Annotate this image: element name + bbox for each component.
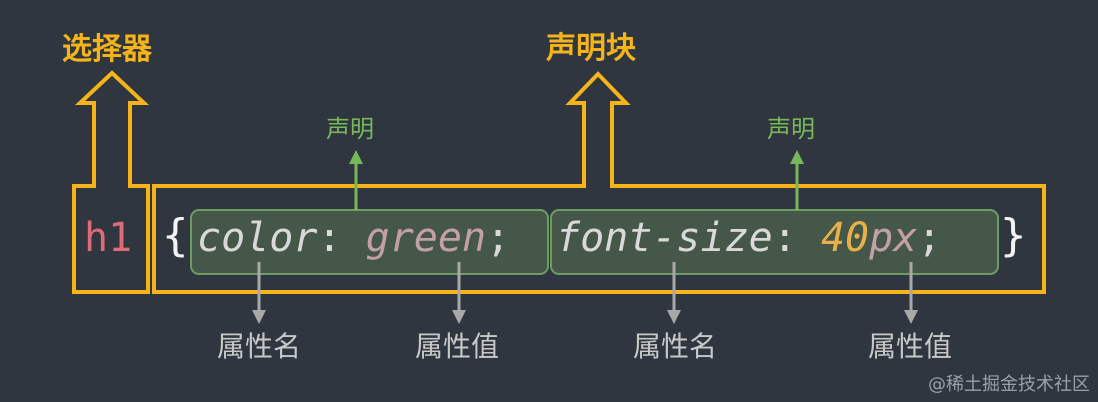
- declaration-2-value-number: 40: [820, 215, 870, 261]
- property-value-label-left: 属性值: [415, 330, 500, 363]
- selector-title: 选择器: [62, 32, 152, 67]
- declaration-1-space: [342, 215, 366, 261]
- property-name-arrow-right-head: [667, 310, 681, 324]
- watermark: @稀土掘金技术社区: [928, 374, 1090, 395]
- declaration-block-title: 声明块: [546, 31, 636, 66]
- declaration-2-space: [797, 215, 821, 261]
- property-value-arrow-left-head: [452, 310, 466, 324]
- declaration-1: color: green;: [197, 218, 510, 258]
- property-name-arrow-left-head: [252, 310, 266, 324]
- declaration-box-left: [190, 209, 549, 275]
- declaration-2-property: font-size: [556, 215, 773, 261]
- property-value-arrow-right-head: [904, 310, 918, 324]
- declaration-1-colon: :: [317, 215, 342, 261]
- declaration-1-value: green: [365, 215, 487, 261]
- property-value-label-right: 属性值: [868, 330, 953, 363]
- declaration-block-outline-arrow: [152, 71, 1046, 294]
- selector-outline-arrow: [72, 70, 150, 294]
- css-selector: h1: [84, 215, 133, 261]
- declaration-2-colon: :: [772, 215, 797, 261]
- property-name-label-right: 属性名: [633, 330, 718, 363]
- close-brace: }: [1000, 210, 1027, 261]
- declaration-1-semicolon: ;: [486, 215, 511, 261]
- declaration-label-right: 声明: [767, 115, 815, 143]
- property-name-label-left: 属性名: [217, 330, 302, 363]
- declaration-label-left: 声明: [326, 115, 374, 143]
- declaration-1-property: color: [197, 215, 318, 261]
- open-brace: {: [162, 210, 189, 261]
- declaration-2: font-size: 40px;: [556, 218, 941, 258]
- declaration-2-value-unit: px: [869, 215, 918, 261]
- declaration-arrow-left-head: [349, 150, 363, 164]
- declaration-box-right: [550, 209, 999, 275]
- declaration-arrow-right-head: [790, 150, 804, 164]
- declaration-2-semicolon: ;: [917, 215, 942, 261]
